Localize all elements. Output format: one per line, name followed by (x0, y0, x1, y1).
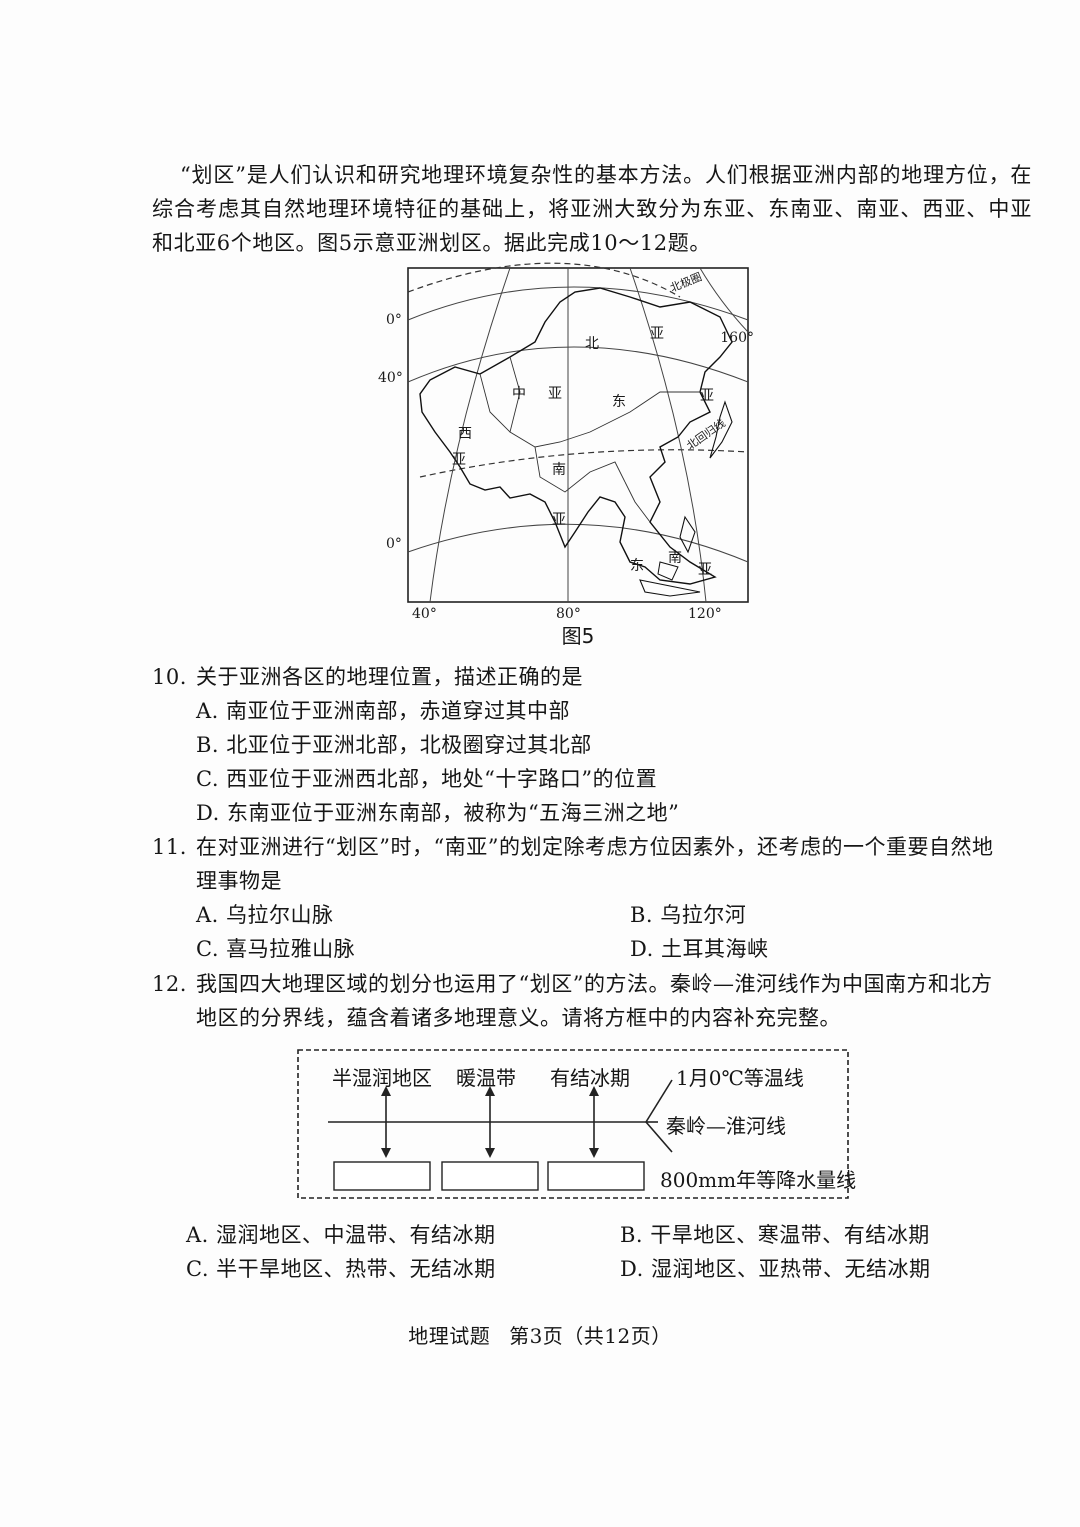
region-boundary (624, 481, 651, 523)
option-c[interactable]: C. 喜马拉雅山脉 (196, 937, 356, 961)
question-number: 12. (152, 972, 187, 996)
question-11-stem-cont: 理事物是 (196, 869, 282, 893)
parallel-line (407, 346, 749, 383)
option-b[interactable]: B. 乌拉尔河 (630, 903, 747, 927)
page-footer: 地理试题 第3页（共12页） (0, 1320, 1080, 1349)
diagram-svg (297, 1049, 849, 1199)
lon-label: 80° (556, 606, 581, 622)
footer-page: 第3页（共12页） (509, 1324, 672, 1348)
question-number: 10. (152, 665, 187, 689)
option-a[interactable]: A. 乌拉尔山脉 (196, 903, 334, 927)
region-char: 亚 (698, 562, 712, 578)
option-c[interactable]: C. 半干旱地区、热带、无结冰期 (186, 1257, 496, 1281)
option-d[interactable]: D. 湿润地区、亚热带、无结冰期 (620, 1257, 931, 1281)
diagram-right-label: 1月0℃等温线 (676, 1066, 804, 1090)
question-text: 我国四大地理区域的划分也运用了“划区”的方法。秦岭—淮河线作为中国南方和北方 (196, 972, 993, 996)
region-char: 亚 (700, 388, 714, 404)
answer-box (333, 1161, 431, 1191)
double-arrow (589, 1086, 599, 1158)
indonesia-islands (639, 579, 701, 597)
philippines-islands (679, 515, 696, 554)
intro-paragraph: “划区”是人们认识和研究地理环境复杂性的基本方法。人们根据亚洲内部的地理方位，在… (152, 163, 1032, 255)
diagram-top-label: 暖温带 (456, 1066, 516, 1090)
lat-label: 40° (378, 370, 403, 386)
japan-islands (709, 400, 733, 459)
footer-subject: 地理试题 (408, 1324, 491, 1348)
region-boundary (534, 446, 626, 493)
arctic-circle-line (407, 262, 681, 298)
question-12-stem-cont: 地区的分界线，蕴含着诸多地理意义。请将方框中的内容补充完整。 (196, 1006, 841, 1030)
region-char: 西 (458, 426, 472, 442)
option-a[interactable]: A. 南亚位于亚洲南部，赤道穿过其中部 (196, 699, 571, 723)
region-char: 北 (585, 336, 599, 352)
lat-label: 0° (386, 312, 402, 328)
region-char: 东 (612, 394, 626, 410)
question-10-stem: 10. 关于亚洲各区的地理位置，描述正确的是 (152, 660, 583, 694)
parallel-line (407, 286, 749, 321)
region-boundary (509, 356, 700, 448)
lon-label: 40° (412, 606, 437, 622)
figure-caption: 图5 (561, 624, 595, 648)
diagram-right-label: 秦岭—淮河线 (666, 1114, 786, 1138)
region-char: 中 (512, 386, 526, 402)
region-char: 亚 (552, 512, 566, 528)
tropic-line (419, 449, 749, 478)
asia-region-map: 0° 40° 0° 40° 80° 120° 160° 北 亚 中 亚 东 亚 … (360, 262, 760, 622)
region-boundary (479, 373, 511, 433)
question-text: 在对亚洲进行“划区”时，“南亚”的划定除考虑方位因素外，还考虑的一个重要自然地 (196, 835, 994, 859)
lat-label: 0° (386, 536, 402, 552)
question-number: 11. (152, 835, 187, 859)
option-b[interactable]: B. 干旱地区、寒温带、有结冰期 (620, 1223, 930, 1247)
option-c[interactable]: C. 西亚位于亚洲西北部，地处“十字路口”的位置 (196, 767, 658, 791)
branch-line (645, 1079, 673, 1123)
qinling-huaihe-diagram: 半湿润地区 暖温带 有结冰期 1月0℃等温线 秦岭—淮河线 800mm年等降水量… (296, 1048, 856, 1200)
double-arrow (381, 1086, 391, 1158)
double-arrow (485, 1086, 495, 1158)
option-d[interactable]: D. 东南亚位于亚洲东南部，被称为“五海三洲之地” (196, 801, 680, 825)
branch-line (645, 1121, 673, 1153)
question-text: 关于亚洲各区的地理位置，描述正确的是 (196, 665, 583, 689)
asia-outline (419, 287, 733, 585)
answer-box (441, 1161, 539, 1191)
option-a[interactable]: A. 湿润地区、中温带、有结冰期 (186, 1223, 496, 1247)
meridian-line (629, 267, 707, 603)
region-char: 亚 (548, 386, 562, 402)
option-b[interactable]: B. 北亚位于亚洲北部，北极圈穿过其北部 (196, 733, 592, 757)
region-char: 东 (630, 558, 644, 574)
diagram-right-label: 800mm年等降水量线 (660, 1168, 857, 1192)
answer-box (547, 1161, 645, 1191)
map-frame (407, 267, 749, 603)
question-11-stem: 11. 在对亚洲进行“划区”时，“南亚”的划定除考虑方位因素外，还考虑的一个重要自… (152, 830, 1042, 864)
lon-label: 120° (688, 606, 722, 622)
region-char: 亚 (650, 326, 664, 342)
asia-map-svg: 0° 40° 0° 40° 80° 120° 160° 北 亚 中 亚 东 亚 … (378, 262, 754, 622)
option-d[interactable]: D. 土耳其海峡 (630, 937, 769, 961)
lon-label: 160° (720, 330, 754, 346)
region-char: 亚 (452, 452, 466, 468)
meridian-line (699, 267, 749, 333)
diagram-top-label: 半湿润地区 (332, 1066, 432, 1090)
dashed-frame (297, 1049, 849, 1199)
region-char: 南 (552, 462, 566, 478)
meridian-line (429, 267, 511, 603)
question-12-stem: 12. 我国四大地理区域的划分也运用了“划区”的方法。秦岭—淮河线作为中国南方和北… (152, 967, 1042, 1001)
region-char: 南 (668, 550, 682, 566)
arctic-circle-label: 北极圈 (668, 269, 704, 294)
borneo-island (657, 561, 679, 581)
diagram-top-label: 有结冰期 (550, 1066, 630, 1090)
